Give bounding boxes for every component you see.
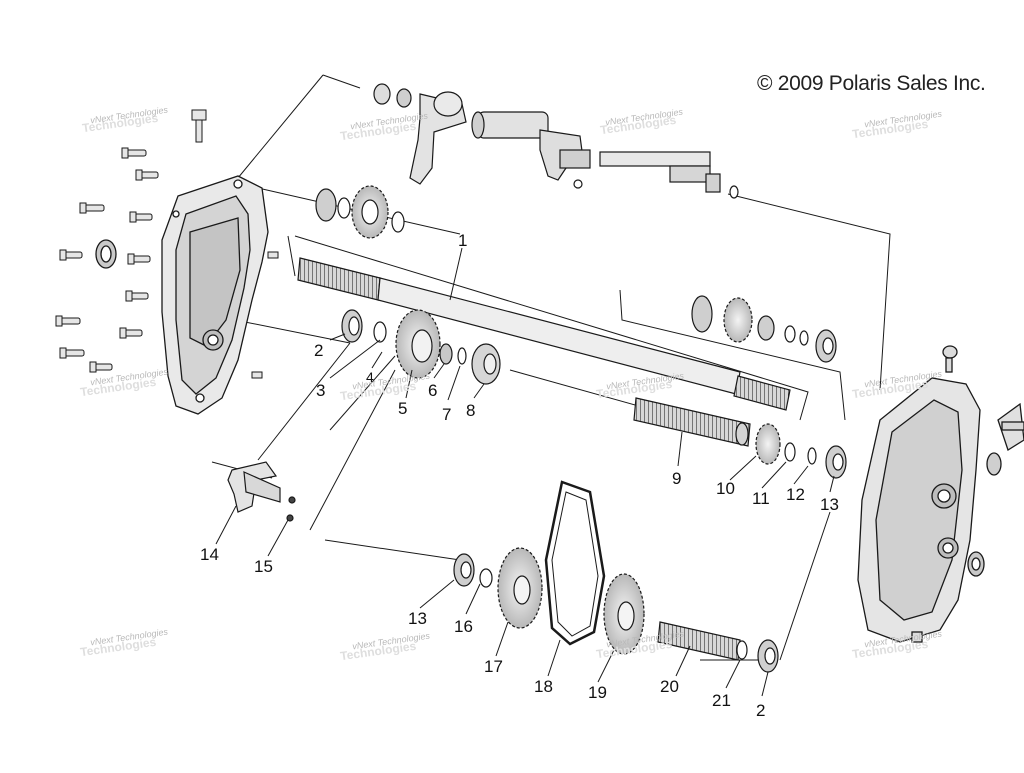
callout-13-lower: 13 bbox=[408, 609, 427, 628]
counter-shaft bbox=[633, 397, 847, 479]
callout-21: 21 bbox=[712, 691, 731, 710]
middle-gear-set bbox=[341, 309, 501, 385]
callout-6: 6 bbox=[428, 381, 437, 400]
lower-gear-set bbox=[453, 480, 779, 673]
left-housing bbox=[161, 175, 269, 415]
copyright-notice: © 2009 Polaris Sales Inc. bbox=[757, 72, 986, 95]
callout-16: 16 bbox=[454, 617, 473, 636]
callout-4: 4 bbox=[366, 369, 374, 385]
callout-18: 18 bbox=[534, 677, 553, 696]
right-housing bbox=[857, 345, 1024, 643]
callout-19: 19 bbox=[588, 683, 607, 702]
callout-10: 10 bbox=[716, 479, 735, 498]
main-shaft bbox=[297, 257, 791, 411]
left-bolts bbox=[55, 109, 279, 379]
callout-5: 5 bbox=[398, 399, 407, 418]
callout-15: 15 bbox=[254, 557, 273, 576]
seal-left bbox=[95, 239, 117, 269]
callout-3: 3 bbox=[316, 381, 325, 400]
callout-8: 8 bbox=[466, 401, 475, 420]
upper-gear-set bbox=[315, 185, 405, 239]
callout-9: 9 bbox=[672, 469, 681, 488]
callout-labels: 1 2 3 4 5 6 7 8 9 10 11 12 13 14 15 13 1… bbox=[200, 231, 839, 720]
callout-20: 20 bbox=[660, 677, 679, 696]
shift-assembly bbox=[373, 83, 739, 199]
callout-2: 2 bbox=[314, 341, 323, 360]
callout-leaders bbox=[215, 247, 835, 697]
callout-14: 14 bbox=[200, 545, 219, 564]
callout-13: 13 bbox=[820, 495, 839, 514]
callout-7: 7 bbox=[442, 405, 451, 424]
callout-1: 1 bbox=[458, 231, 467, 250]
callout-11: 11 bbox=[752, 489, 770, 508]
right-upper-gear-set bbox=[691, 295, 837, 363]
callout-2-lower: 2 bbox=[756, 701, 765, 720]
shift-fork bbox=[227, 461, 296, 522]
callout-17: 17 bbox=[484, 657, 503, 676]
callout-12: 12 bbox=[786, 485, 805, 504]
